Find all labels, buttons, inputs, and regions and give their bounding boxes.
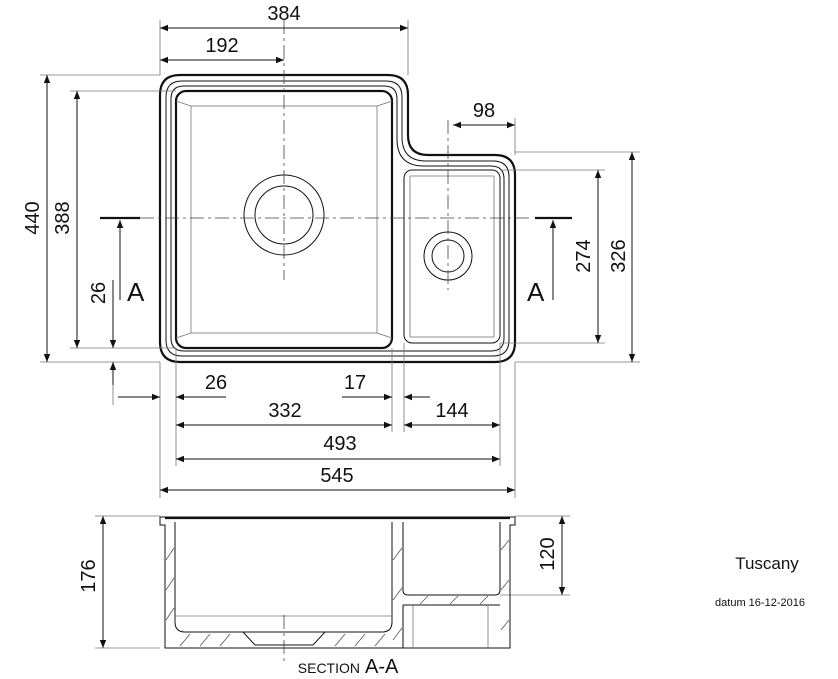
dim-384: 384 bbox=[267, 3, 300, 25]
dim-144: 144 bbox=[435, 400, 468, 422]
dim-176: 176 bbox=[78, 559, 100, 592]
sink-plan-view bbox=[140, 20, 530, 364]
small-bowl bbox=[403, 169, 501, 344]
section-label: SECTION bbox=[298, 660, 360, 676]
dim-326: 326 bbox=[608, 239, 630, 272]
dim-98: 98 bbox=[473, 100, 495, 122]
dim-120: 120 bbox=[537, 537, 559, 570]
section-marker-right bbox=[535, 216, 572, 300]
dim-440: 440 bbox=[22, 201, 44, 234]
dim-26-vertical: 26 bbox=[88, 282, 110, 304]
dim-26-horizontal: 26 bbox=[205, 372, 227, 394]
product-name: Tuscany bbox=[735, 554, 799, 573]
dim-274: 274 bbox=[573, 239, 595, 272]
dim-493: 493 bbox=[323, 433, 356, 455]
dim-192: 192 bbox=[205, 35, 238, 57]
drawing-date: datum 16-12-2016 bbox=[715, 597, 805, 609]
dim-545: 545 bbox=[320, 465, 353, 487]
section-view bbox=[95, 515, 570, 665]
dim-332: 332 bbox=[268, 400, 301, 422]
section-id: A-A bbox=[365, 656, 399, 678]
section-marker-left bbox=[100, 216, 140, 300]
section-marker-label-left: A bbox=[127, 277, 145, 307]
dim-17: 17 bbox=[344, 372, 366, 394]
dim-388: 388 bbox=[52, 201, 74, 234]
section-marker-label-right: A bbox=[527, 277, 545, 307]
